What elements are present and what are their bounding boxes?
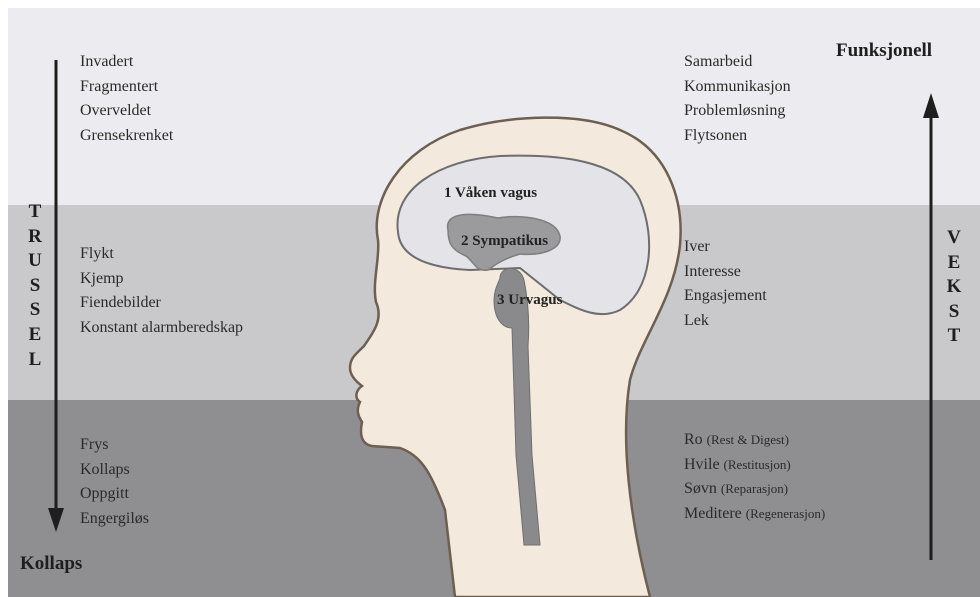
item-main: Søvn <box>684 480 717 497</box>
item-main: Ro <box>684 431 703 448</box>
list-item: Grensekrenket <box>80 124 173 149</box>
item-sub: (Restitusjon) <box>724 457 791 472</box>
threat-list-middle: Flykt Kjemp Fiendebilder Konstant alarmb… <box>80 242 243 340</box>
list-item: Kommunikasjon <box>684 75 791 100</box>
list-item: Flytsonen <box>684 124 791 149</box>
letter: T <box>25 200 45 225</box>
letter: E <box>944 251 964 276</box>
letter: S <box>25 274 45 299</box>
label-vaken-vagus: 1 Våken vagus <box>444 185 537 201</box>
item-main: Hvile <box>684 456 720 473</box>
list-item: Lek <box>684 309 767 334</box>
growth-list-middle: Iver Interesse Engasjement Lek <box>684 235 767 333</box>
list-item: Søvn (Reparasjon) <box>684 477 825 502</box>
list-item: Problemløsning <box>684 99 791 124</box>
label-sympatikus: 2 Sympatikus <box>461 233 548 249</box>
vertical-word-vekst: V E K S T <box>944 226 964 349</box>
letter: S <box>25 298 45 323</box>
letter: K <box>944 275 964 300</box>
letter: E <box>25 323 45 348</box>
label-urvagus: 3 Urvagus <box>497 292 563 308</box>
letter: T <box>944 324 964 349</box>
item-main: Meditere <box>684 505 742 522</box>
list-item: Kjemp <box>80 267 243 292</box>
list-item: Engergiløs <box>80 507 149 532</box>
heading-funksjonell: Funksjonell <box>836 40 932 62</box>
list-item: Samarbeid <box>684 50 791 75</box>
growth-list-bottom: Ro (Rest & Digest) Hvile (Restitusjon) S… <box>684 428 825 526</box>
letter: V <box>944 226 964 251</box>
item-sub: (Reparasjon) <box>721 481 788 496</box>
heading-kollaps: Kollaps <box>20 553 82 575</box>
list-item: Konstant alarmberedskap <box>80 316 243 341</box>
list-item: Fiendebilder <box>80 291 243 316</box>
letter: S <box>944 300 964 325</box>
list-item: Iver <box>684 235 767 260</box>
list-item: Overveldet <box>80 99 173 124</box>
list-item: Interesse <box>684 260 767 285</box>
list-item: Fragmentert <box>80 75 173 100</box>
letter: R <box>25 225 45 250</box>
list-item: Frys <box>80 433 149 458</box>
item-sub: (Rest & Digest) <box>707 432 789 447</box>
letter: L <box>25 348 45 373</box>
list-item: Oppgitt <box>80 482 149 507</box>
threat-list-top: Invadert Fragmentert Overveldet Grensekr… <box>80 50 173 148</box>
list-item: Hvile (Restitusjon) <box>684 453 825 478</box>
list-item: Ro (Rest & Digest) <box>684 428 825 453</box>
trussel-arrowhead <box>48 508 64 532</box>
list-item: Invadert <box>80 50 173 75</box>
vertical-word-trussel: T R U S S E L <box>25 200 45 372</box>
list-item: Kollaps <box>80 458 149 483</box>
list-item: Flykt <box>80 242 243 267</box>
list-item: Engasjement <box>684 284 767 309</box>
item-sub: (Regenerasjon) <box>746 506 825 521</box>
growth-list-top: Samarbeid Kommunikasjon Problemløsning F… <box>684 50 791 148</box>
vekst-arrowhead <box>923 93 939 118</box>
list-item: Meditere (Regenerasjon) <box>684 502 825 527</box>
letter: U <box>25 249 45 274</box>
threat-list-bottom: Frys Kollaps Oppgitt Engergiløs <box>80 433 149 531</box>
